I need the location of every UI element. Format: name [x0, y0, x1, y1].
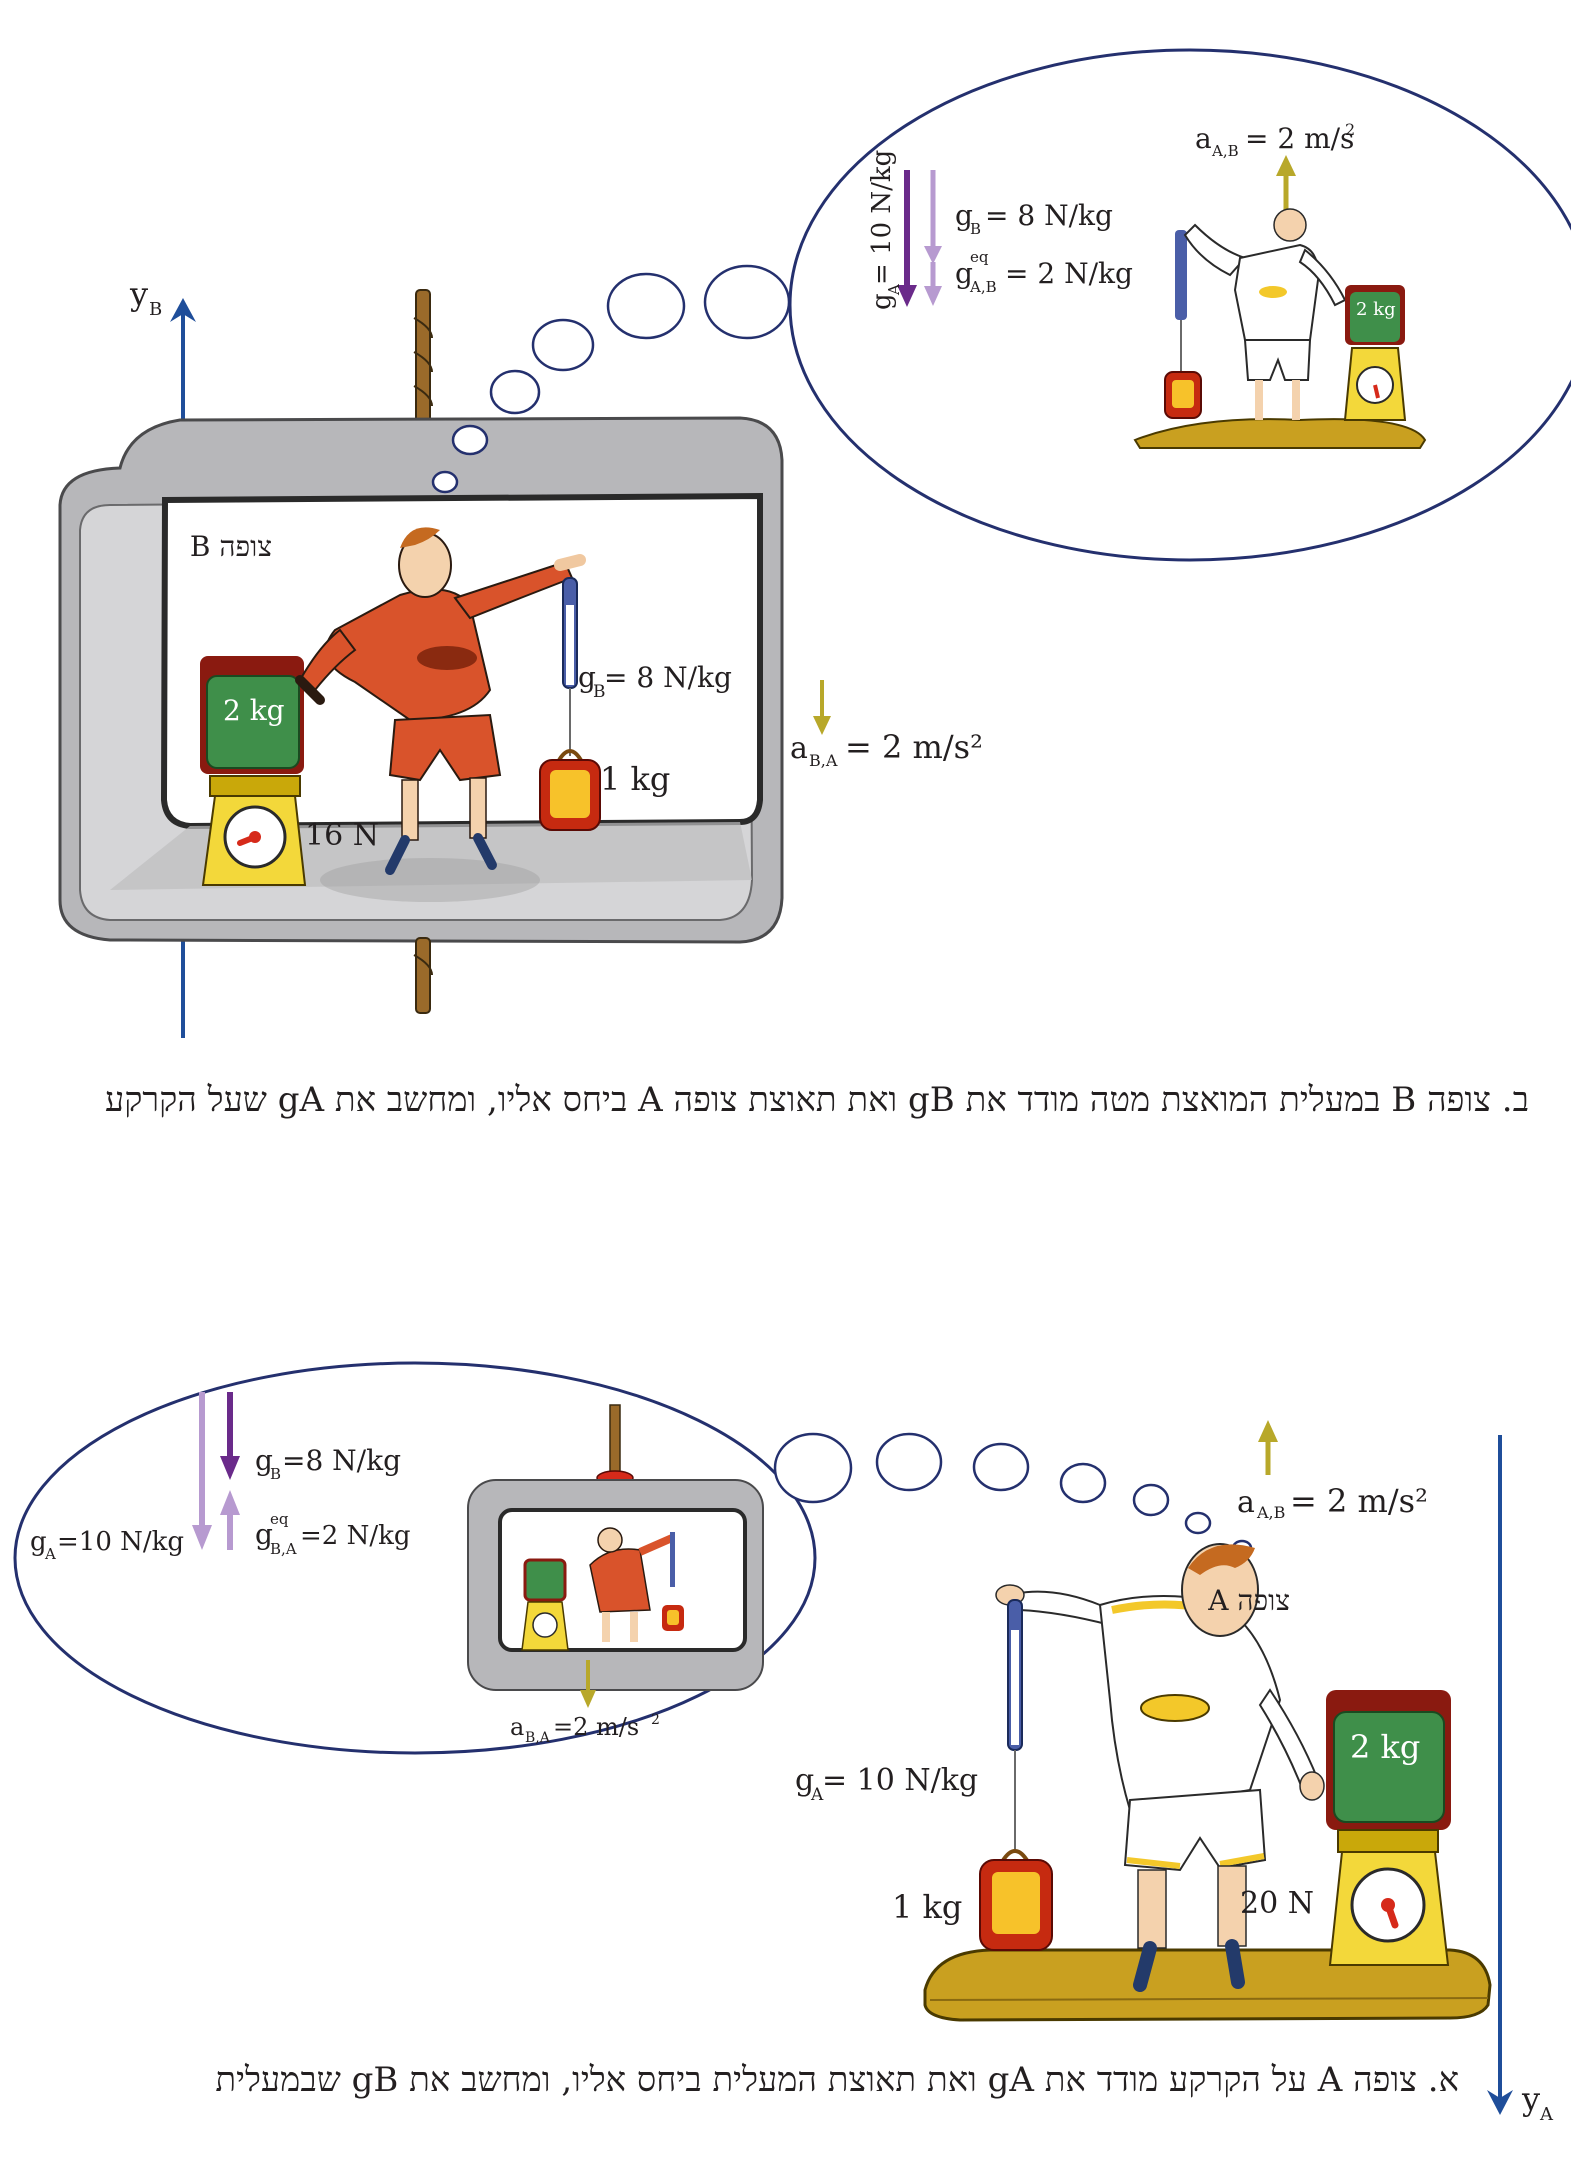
- accel-a-b-arrow: [1258, 1420, 1278, 1475]
- g-b-arrow-thought-top: [924, 170, 942, 264]
- weight-2kg-bottom-label: 2 kg: [1350, 1728, 1420, 1766]
- g-b-top-sub: B: [593, 682, 606, 702]
- g-a-thought-bottom-value: =10 N/kg: [57, 1527, 184, 1557]
- g-a-bottom-sub: A: [810, 1785, 824, 1805]
- g-eq-thought-bottom-sub: B,A: [270, 1540, 297, 1558]
- g-eq-thought-top-value: = 2 N/kg: [1005, 257, 1133, 290]
- g-a-bottom-value: = 10 N/kg: [822, 1763, 978, 1798]
- y-b-sub: B: [149, 299, 162, 320]
- g-eq-thought-bottom-sup: eq: [270, 1510, 289, 1528]
- accel-b-a-thought-sup: 2: [651, 1712, 660, 1728]
- g-eq-arrow-thought-top: [924, 262, 942, 306]
- g-a-thought-top-sub: A: [885, 284, 903, 296]
- g-b-thought-top-value: = 8 N/kg: [985, 199, 1113, 232]
- accel-a-b-thought-sup: 2: [1345, 120, 1355, 139]
- mass-1kg-top: [539, 749, 601, 831]
- scale-top: [201, 775, 307, 886]
- accel-a-b-thought-symbol: a: [1195, 122, 1212, 155]
- g-b-thought-top-symbol: g: [955, 199, 973, 232]
- accel-b-a-symbol: a: [790, 731, 808, 766]
- g-b-thought-bottom-symbol: g: [255, 1444, 273, 1477]
- weight-2kg-top: [200, 656, 304, 774]
- g-b-top-symbol: g: [578, 661, 596, 694]
- accel-b-a-value: = 2 m/s²: [845, 728, 983, 766]
- y-b-label: y: [129, 275, 148, 313]
- thought-bubbles-bottom: [773, 1432, 1253, 1557]
- g-b-thought-top-sub: B: [970, 220, 981, 238]
- scale-bottom: [1328, 1829, 1450, 1966]
- accel-a-b-symbol: a: [1237, 1485, 1255, 1520]
- accel-a-b-thought-sub: A,B: [1211, 142, 1239, 160]
- y-a-label: y: [1521, 2080, 1540, 2118]
- g-eq-thought-top-sub: A,B: [969, 278, 997, 296]
- observer-a-figure: [995, 1543, 1325, 1992]
- accel-b-a-thought-sub: B,A: [525, 1730, 551, 1746]
- g-b-thought-bottom-sub: B: [270, 1465, 281, 1483]
- accel-b-a-arrow: [813, 680, 831, 735]
- g-b-thought-bottom-value: =8 N/kg: [282, 1444, 401, 1477]
- g-a-bottom-symbol: g: [795, 1763, 814, 1798]
- thought-elevator-mini: [467, 1404, 764, 1691]
- accel-b-a-thought-value: =2 m/s: [553, 1713, 639, 1741]
- spring-scale-bottom: [1007, 1599, 1023, 1850]
- g-eq-thought-top-symbol: g: [955, 257, 973, 290]
- observer-b-figure: [295, 527, 586, 902]
- g-a-thought-top-label-group: g A = 10 N/kg: [867, 150, 903, 310]
- g-a-thought-top-value: = 10 N/kg: [867, 150, 897, 285]
- accel-a-b-thought-arrow: [1276, 155, 1296, 210]
- y-a-sub: A: [1539, 2104, 1554, 2125]
- g-eq-thought-bottom-value: =2 N/kg: [300, 1521, 411, 1551]
- caption-bottom: א. צופה A על הקרקע מודד את gA ואת תאוצת …: [215, 2060, 1459, 2100]
- weight-2kg-top-label: 2 kg: [223, 694, 285, 727]
- g-a-thought-bottom-symbol: g: [30, 1527, 47, 1557]
- spring-scale-top: [562, 577, 578, 756]
- weight-2kg-bottom: [1326, 1690, 1451, 1830]
- g-eq-arrow-thought-bottom: [220, 1490, 240, 1550]
- mass-1kg-bottom-label: 1 kg: [892, 1888, 962, 1926]
- accel-b-a-sub: B,A: [809, 751, 838, 770]
- g-a-thought-top-symbol: g: [867, 293, 897, 310]
- accel-b-a-thought-symbol: a: [510, 1713, 524, 1741]
- observer-a-label: צופה A: [1207, 1584, 1290, 1617]
- accel-b-a-thought-arrow: [580, 1660, 596, 1708]
- thought-top-2kg-label: 2 kg: [1356, 299, 1396, 320]
- elevator-rope-bottom: [413, 937, 433, 1014]
- g-b-top-value: = 8 N/kg: [604, 661, 732, 694]
- g-a-arrow-thought-bottom: [192, 1392, 212, 1550]
- elevator-rope-top: [413, 289, 433, 439]
- g-b-arrow-thought-bottom: [220, 1392, 240, 1480]
- accel-a-b-value: = 2 m/s²: [1290, 1482, 1428, 1520]
- accel-a-b-sub: A,B: [1256, 1503, 1285, 1522]
- observer-b-label: צופה B: [190, 530, 272, 563]
- g-a-thought-bottom-sub: A: [44, 1545, 56, 1563]
- thought-observer-a-mini: [1133, 208, 1427, 449]
- accel-a-b-thought-value: = 2 m/s: [1245, 122, 1354, 155]
- g-eq-thought-bottom-symbol: g: [255, 1518, 273, 1551]
- scale-reading-top: 16 N: [305, 818, 379, 853]
- caption-top: ב. צופה B במעלית המואצת מטה מודד את gB ו…: [104, 1080, 1529, 1120]
- mass-1kg-bottom: [979, 1849, 1053, 1951]
- scale-reading-bottom: 20 N: [1240, 1886, 1314, 1921]
- ground-platform: [923, 1948, 1492, 2022]
- y-a-axis: [1487, 1435, 1513, 2115]
- g-eq-thought-top-sup: eq: [970, 248, 989, 266]
- g-a-arrow-thought-top: [897, 170, 917, 307]
- mass-1kg-top-label: 1 kg: [600, 760, 670, 798]
